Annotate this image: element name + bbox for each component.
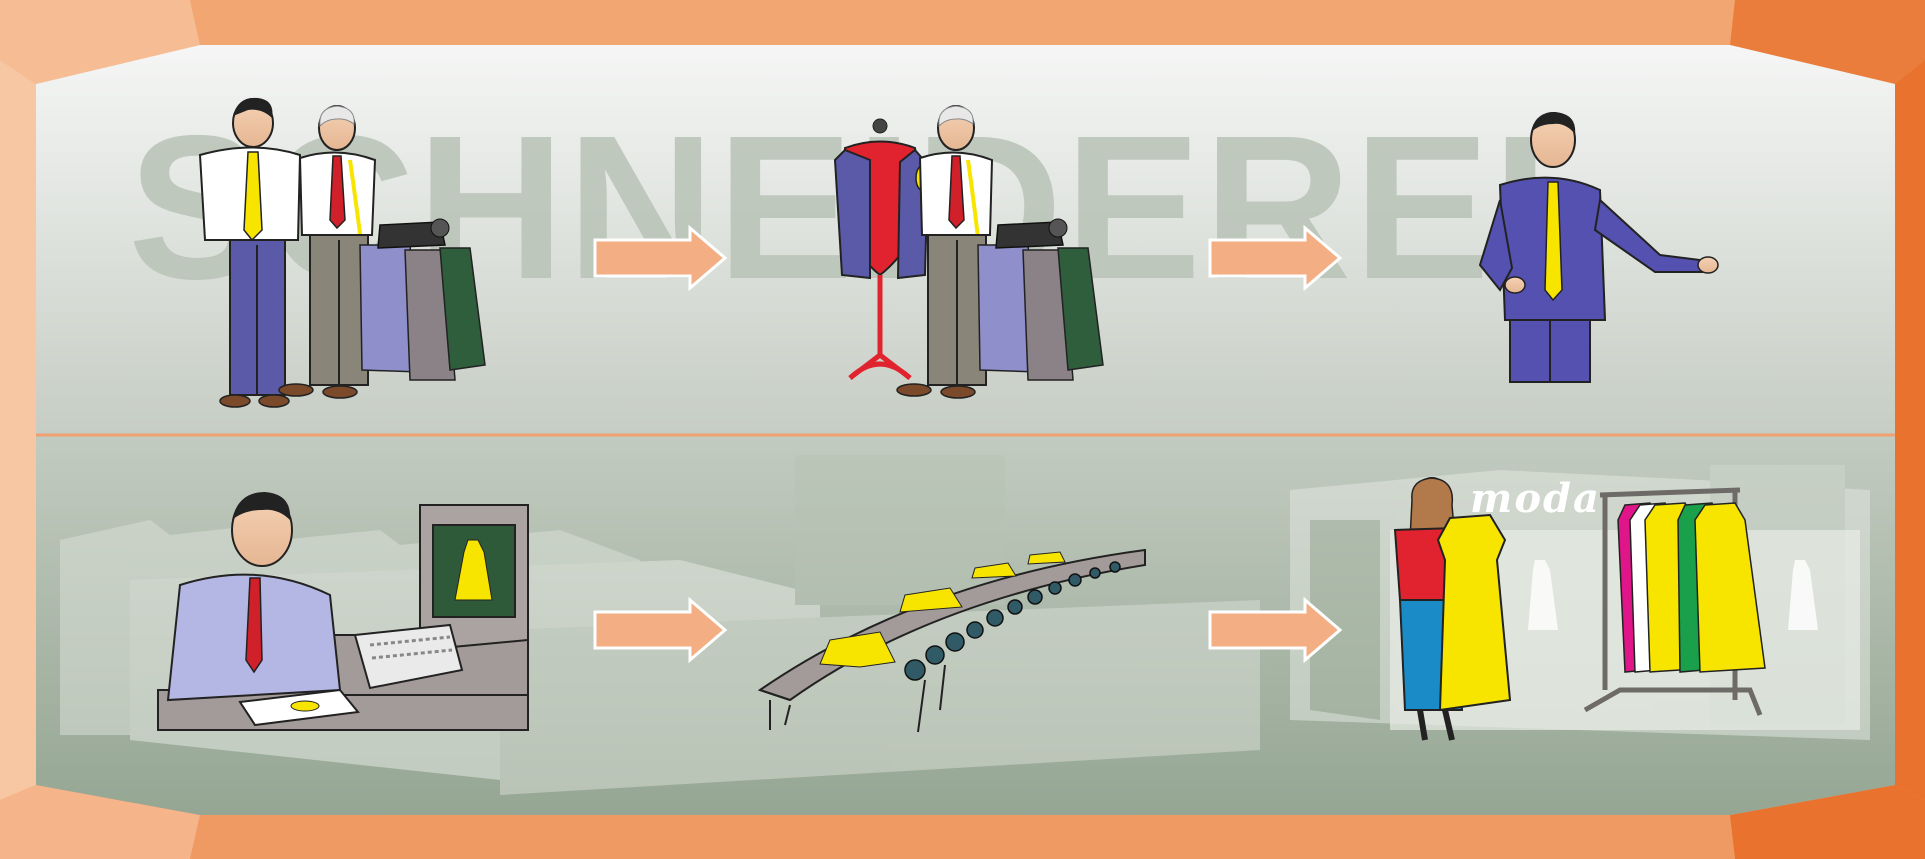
arrow-right-icon <box>595 228 725 288</box>
man-in-suit-icon <box>1480 112 1718 382</box>
shop-clothes-rack-icon <box>1390 478 1860 740</box>
store-sign: moda <box>1470 475 1601 522</box>
designer-computer-icon <box>158 492 528 730</box>
arrow-right-icon <box>595 600 725 660</box>
conveyor-belt-dresses-icon <box>760 550 1145 732</box>
arrow-right-icon <box>1210 600 1340 660</box>
tailor-dress-form-icon <box>835 106 1103 398</box>
arrow-right-icon <box>1210 228 1340 288</box>
tailor-measuring-customer-icon <box>200 98 485 407</box>
